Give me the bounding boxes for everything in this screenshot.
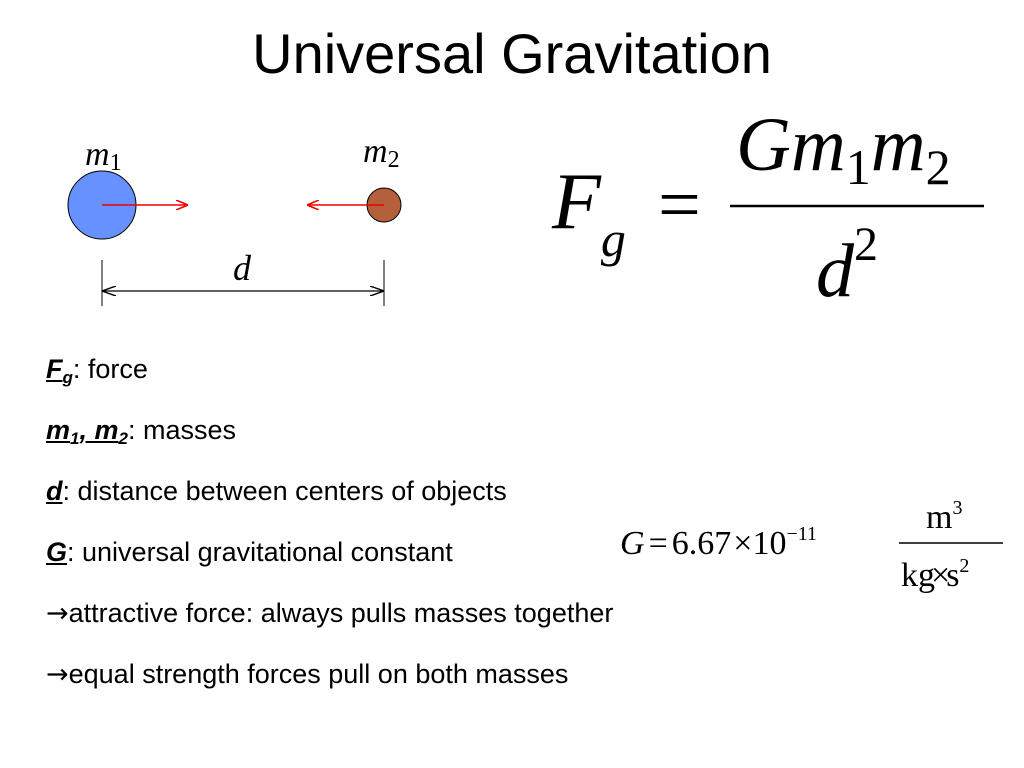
- slide-title: Universal Gravitation: [252, 22, 772, 85]
- mass2-letter: m: [363, 133, 388, 170]
- numerator-subscript1: 1: [846, 139, 871, 195]
- distance-label: d: [233, 248, 252, 288]
- definition-force-text: : force: [72, 354, 148, 384]
- definition-constant: G: universal gravitational constant: [46, 532, 806, 593]
- definition-masses: m1, m2: masses: [46, 410, 806, 471]
- g-equals: =: [649, 525, 668, 562]
- g-mantissa: 6.67: [672, 525, 732, 562]
- definition-masses-text: : masses: [127, 415, 237, 445]
- note-attractive-text: attractive force: always pulls masses to…: [68, 598, 614, 628]
- unit-dot: ×: [931, 557, 950, 594]
- formula-denominator: d2: [816, 218, 878, 313]
- g-constant-equation: G=6.67×10−11 m3 kg×s2: [620, 497, 1003, 594]
- numerator-subscript2: 2: [926, 139, 951, 195]
- term-d: d: [46, 476, 63, 506]
- formula-equals: =: [658, 163, 701, 247]
- definition-constant-text: : universal gravitational constant: [67, 537, 453, 567]
- right-arrow-icon: →: [46, 659, 69, 690]
- formula-lhs-letter: F: [551, 158, 602, 246]
- g-constant-value: G=6.67×10−11: [620, 523, 817, 562]
- formula-lhs: Fg: [551, 158, 626, 267]
- g-symbol: G: [620, 525, 645, 562]
- term-f: F: [46, 354, 63, 384]
- mass2-subscript: 2: [388, 147, 400, 173]
- definition-distance: d: distance between centers of objects: [46, 471, 806, 532]
- term-g: G: [46, 537, 68, 567]
- right-arrow-icon: →: [46, 598, 69, 629]
- numerator-m: m: [871, 103, 926, 187]
- definitions-list: Fg: force m1, m2: masses d: distance bet…: [46, 349, 806, 715]
- formula-lhs-subscript: g: [601, 211, 626, 267]
- g-times: ×: [733, 525, 752, 562]
- term-f-subscript: g: [62, 368, 73, 387]
- term-masses: m1, m2: [46, 415, 128, 448]
- unit-m-exponent: 3: [952, 497, 962, 519]
- term-masses-separator: ,: [79, 415, 95, 445]
- mass1-letter: m: [85, 136, 110, 173]
- term-fg: Fg: [46, 354, 73, 387]
- term-m2-subscript: 2: [118, 429, 128, 448]
- unit-kg: kg: [901, 557, 935, 594]
- g-unit-denominator: kg×s2: [901, 555, 969, 594]
- g-unit-numerator: m3: [926, 497, 962, 536]
- unit-s: s: [946, 557, 959, 594]
- unit-m: m: [926, 499, 952, 536]
- formula-numerator: Gm1m2: [736, 103, 951, 195]
- note-attractive: →attractive force: always pulls masses t…: [46, 593, 806, 654]
- definition-distance-text: : distance between centers of objects: [62, 476, 507, 506]
- numerator-gm: Gm: [736, 103, 846, 187]
- note-equal-strength: →equal strength forces pull on both mass…: [46, 654, 806, 715]
- two-mass-diagram: m1 m2 d: [67, 133, 402, 306]
- gravitation-formula: Fg = Gm1m2 d2: [551, 103, 984, 313]
- denominator-d: d: [816, 229, 855, 313]
- unit-s-exponent: 2: [959, 555, 969, 577]
- mass2-label: m2: [363, 133, 400, 173]
- definition-force: Fg: force: [46, 349, 806, 410]
- term-m1-subscript: 1: [70, 429, 80, 448]
- g-base: 10: [752, 525, 786, 562]
- term-m2: m: [94, 415, 119, 445]
- term-m1: m: [46, 415, 71, 445]
- note-equal-strength-text: equal strength forces pull on both masse…: [68, 659, 569, 689]
- g-exponent: −11: [786, 523, 817, 545]
- mass1-label: m1: [85, 136, 122, 176]
- mass1-subscript: 1: [110, 150, 122, 176]
- denominator-exponent: 2: [854, 218, 878, 271]
